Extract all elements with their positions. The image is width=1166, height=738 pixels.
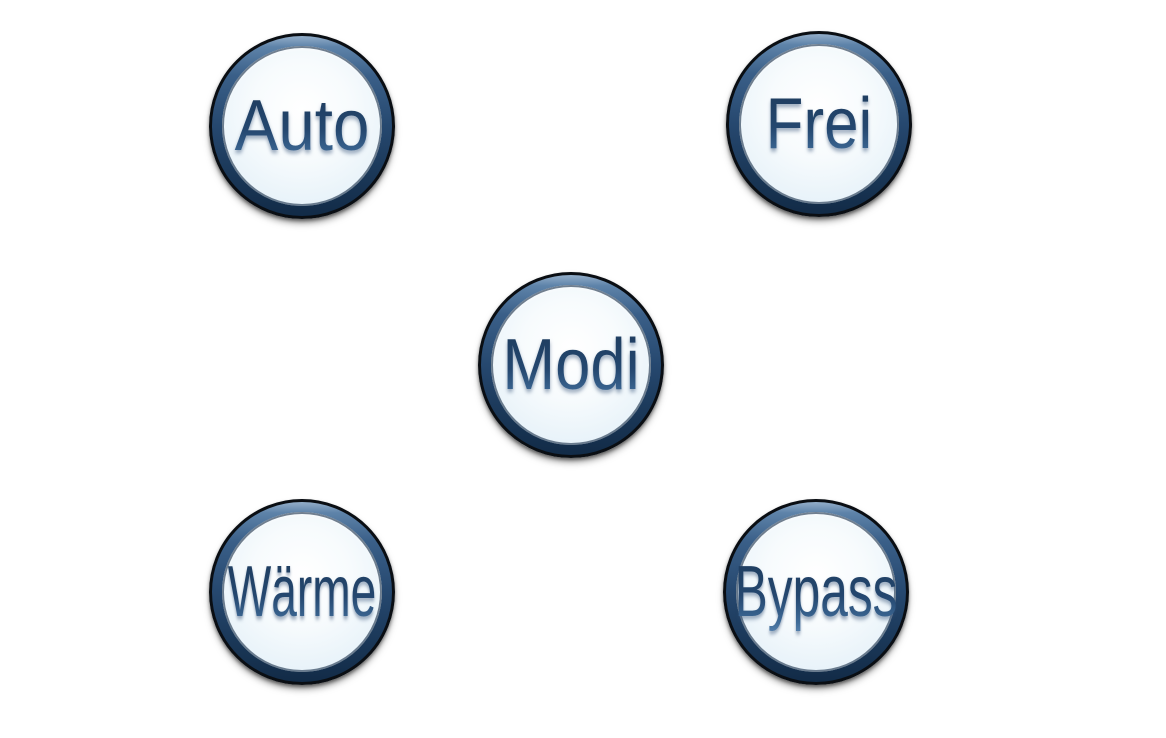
button-face [739,44,899,204]
mode-button-bypass[interactable]: Bypass [723,499,909,685]
button-face [222,46,382,206]
mode-button-frei[interactable]: Frei [726,31,912,217]
mode-button-auto[interactable]: Auto [209,33,395,219]
button-face [491,285,651,445]
mode-button-modi[interactable]: Modi [478,272,664,458]
mode-button-waerme[interactable]: Wärme [209,499,395,685]
button-face [222,512,382,672]
button-face [736,512,896,672]
